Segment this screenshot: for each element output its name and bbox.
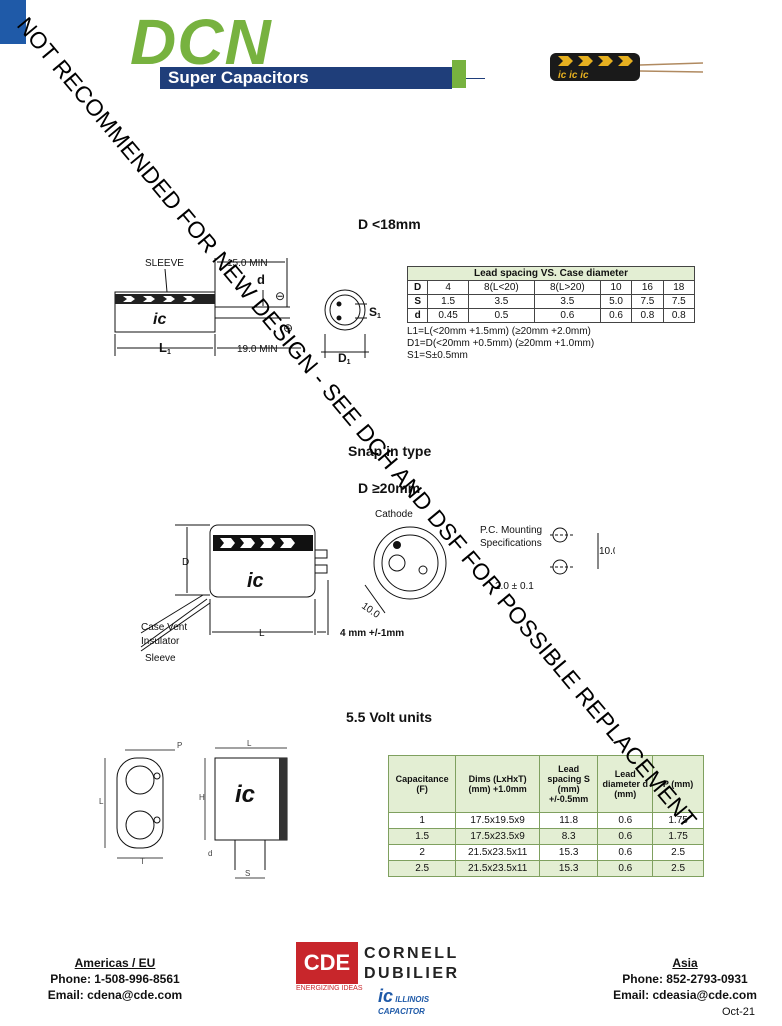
note-s1: S1=S±0.5mm [407,350,468,361]
col-p: P (mm) [652,755,704,813]
dcn-logo: DCN [130,6,272,78]
min15-label: 15.0 MIN [227,258,268,269]
snap-in-diagram: D ic L 4 mm +/-1mm Case Vent Insulator S… [140,509,615,664]
spec-notes: L1=L(<20mm +1.5mm) (≥20mm +2.0mm) D1=D(<… [407,326,594,362]
radial-diagram: SLEEVE ic 15.0 MIN d ⊖ ⊕ L1 19.0 MIN S1 [114,258,381,366]
snap-sleeve-label: Sleeve [145,653,176,664]
dubilier-text: DUBILIER [364,965,460,982]
l-side-label: L [99,797,104,806]
five-volt-diagram: P L T ic L H d S [99,740,288,879]
lead-d-label: d [257,272,265,287]
asia-phone: Phone: 852-2793-0931 [622,972,748,986]
col-lead-diameter: Lead diameter d (mm) [597,755,654,813]
svg-text:S1: S1 [369,305,381,320]
asia-email: Email: cdeasia@cde.com [613,988,757,1002]
corner-tab [0,0,26,44]
svg-text:D1: D1 [338,351,351,366]
d1-label: D [338,351,347,365]
d-lead-label: d [208,849,212,858]
minus-label: ⊖ [275,289,285,303]
cde-logo: CDE [296,942,358,984]
s-label: S [245,869,250,878]
d1-subscript: 1 [347,359,351,366]
dim10-label: 10.0 ± 0.1 [599,546,615,557]
lead-spacing-title: Lead spacing VS. Case diameter [407,266,695,281]
americas-phone: Phone: 1-508-996-8561 [50,972,180,986]
svg-text:L1: L1 [159,340,171,356]
col-capacitance: Capacitance (F) [387,755,457,813]
asia-title: Asia [672,956,698,970]
t-label: T [140,857,145,866]
sleeve-label: SLEEVE [145,258,184,269]
five-volt-heading: 5.5 Volt units [346,709,433,725]
header-accent [452,60,466,88]
col-dims: Dims (LxHxT) (mm) +1.0mm [455,755,540,813]
svg-text:ic: ic [235,781,255,808]
p-label: P [177,741,182,750]
col-lead-spacing: Lead spacing S (mm) +/-0.5mm [538,755,599,813]
pc-specs-label: Specifications [480,538,542,549]
illinois-text: ILLINOIS CAPACITOR [378,995,430,1016]
americas-contact: Americas / EU Phone: 1-508-996-8561 Emai… [40,955,190,1003]
photo-label: ic ic ic [558,70,589,81]
s1-subscript: 1 [377,313,381,320]
s1-label: S [369,305,377,319]
product-photo: ic ic ic [550,53,704,81]
cornell-dubilier-logo: CORNELL DUBILIER [364,944,460,984]
americas-email: Email: cdena@cde.com [47,988,183,1002]
dim2-label: 2.0 ± 0.1 [495,581,534,592]
snap-in-heading: Snap in type [348,443,432,459]
snap-d-label: D [182,557,189,568]
l1-label: L [159,340,167,355]
illinois-capacitor-logo: ic ILLINOIS CAPACITOR [378,986,430,1016]
snap-l-label: L [259,628,265,639]
cornell-text: CORNELL [364,945,459,962]
doc-date: Oct-21 [722,1006,756,1018]
l1-subscript: 1 [167,349,171,356]
insulator-label: Insulator [141,636,180,647]
subtitle-bar: Super Capacitors [160,67,452,89]
pc-mounting-label: P.C. Mounting [480,525,542,536]
americas-title: Americas / EU [74,956,156,970]
tagline: ENERGIZING IDEAS [296,985,363,992]
min19-label: 19.0 MIN [237,344,278,355]
lead-length-label: 4 mm +/-1mm [340,628,404,639]
svg-text:ic: ic [153,311,166,328]
l-top-label: L [247,740,252,748]
five-volt-table: Capacitance (F) Dims (LxHxT) (mm) +1.0mm… [387,755,704,877]
snap-in-diameter-heading: D ≥20mm [358,480,421,496]
case-vent-label: Case Vent [141,622,187,633]
cathode-label: Cathode [375,509,413,520]
section1-heading: D <18mm [358,216,421,232]
svg-text:ic: ic [247,570,264,592]
asia-contact: Asia Phone: 852-2793-0931 Email: cdeasia… [600,955,770,1003]
plus-label: ⊕ [283,321,293,335]
note-d1: D1=D(<20mm +0.5mm) (≥20mm +1.0mm) [407,338,595,349]
note-l1: L1=L(<20mm +1.5mm) (≥20mm +2.0mm) [407,326,591,337]
h-label: H [199,793,205,802]
